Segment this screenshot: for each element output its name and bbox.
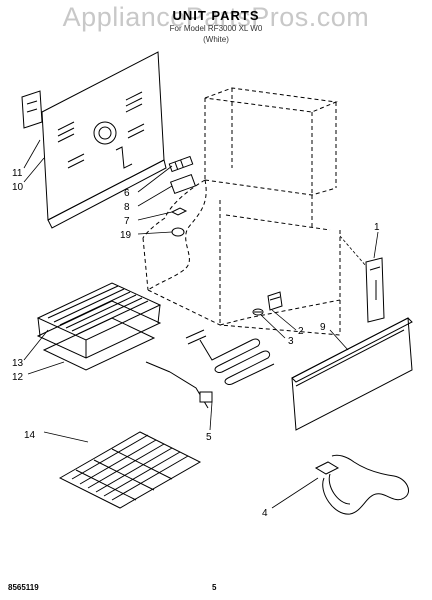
diagram-color-note: (White): [203, 35, 229, 44]
footer-part-code: 8565119: [8, 583, 39, 592]
side-panel-outline: [142, 179, 207, 291]
leader-lines: [23, 139, 379, 509]
callout-19: 19: [120, 230, 132, 241]
callout-3: 3: [288, 336, 294, 347]
broiler-pan-part: [36, 300, 162, 371]
callout-6: 6: [124, 188, 130, 199]
callout-1: 1: [374, 222, 380, 233]
clip-part: [170, 207, 188, 216]
broil-element-part: [314, 454, 409, 515]
cabinet-frame-outline: [142, 87, 341, 336]
screw-part: [252, 308, 264, 316]
callout-8: 8: [124, 202, 130, 213]
callout-14: 14: [24, 430, 36, 441]
callout-2: 2: [298, 326, 304, 337]
watermark: AppliancePartsPros.com: [62, 2, 370, 32]
bracket-part: [21, 90, 43, 129]
footer-page-number: 5: [212, 583, 217, 592]
rear-panel-part: [41, 51, 167, 229]
oven-rack-part: [58, 431, 202, 509]
callout-4: 4: [262, 508, 268, 519]
callout-13: 13: [12, 358, 24, 369]
bake-element-part: [145, 329, 275, 409]
grommet-part: [171, 227, 185, 237]
drawer-panel-part: [291, 317, 413, 431]
hinge-bracket-part: [267, 291, 283, 311]
side-trim-part: [365, 257, 385, 323]
callout-5: 5: [206, 432, 212, 443]
mounting-plate-part: [169, 173, 197, 195]
diagram-subtitle: For Model RF3000 XL W0: [169, 24, 263, 33]
callout-12: 12: [12, 372, 24, 383]
callout-7: 7: [124, 216, 130, 227]
diagram-title: UNIT PARTS: [172, 8, 260, 23]
callout-labels: 11 10 6 8 7 19 1 2 3 9 13 12 14 5 4: [12, 168, 380, 519]
callout-9: 9: [320, 322, 326, 333]
terminal-block-part: [168, 155, 194, 173]
callout-11: 11: [12, 168, 23, 179]
callout-10: 10: [12, 182, 24, 193]
